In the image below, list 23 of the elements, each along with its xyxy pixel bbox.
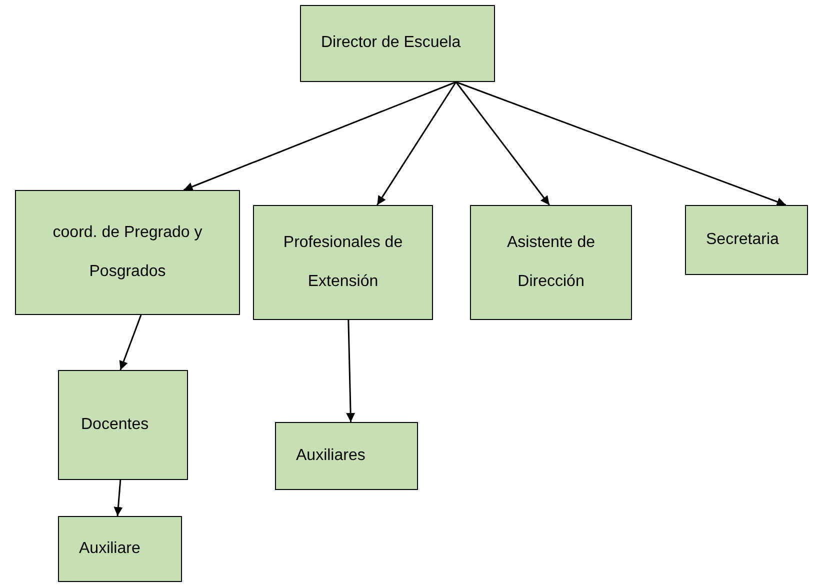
arrow <box>456 81 786 206</box>
arrow <box>119 314 142 370</box>
arrow <box>183 81 456 191</box>
org-box <box>58 370 188 480</box>
role-label: Secretaria <box>706 230 779 250</box>
role-label: coord. de Pregrado y Posgrados <box>52 223 204 282</box>
org-box <box>685 205 808 275</box>
arrow <box>114 480 123 516</box>
role-label: Director de Escuela <box>321 33 461 54</box>
arrow <box>455 82 550 206</box>
org-box <box>300 5 495 82</box>
org-box <box>253 205 433 320</box>
org-box <box>58 516 182 582</box>
role-label: Auxiliares <box>296 446 366 466</box>
org-box <box>15 190 240 315</box>
role-label: Profesionales de Extensión <box>282 233 404 292</box>
org-box <box>275 422 418 490</box>
role-label: Docentes <box>81 414 149 435</box>
role-label: Asistente de Dirección <box>506 233 596 292</box>
role-label: Auxiliare <box>79 538 140 559</box>
org-box <box>470 205 632 320</box>
arrow <box>346 320 356 422</box>
arrow <box>376 82 457 206</box>
